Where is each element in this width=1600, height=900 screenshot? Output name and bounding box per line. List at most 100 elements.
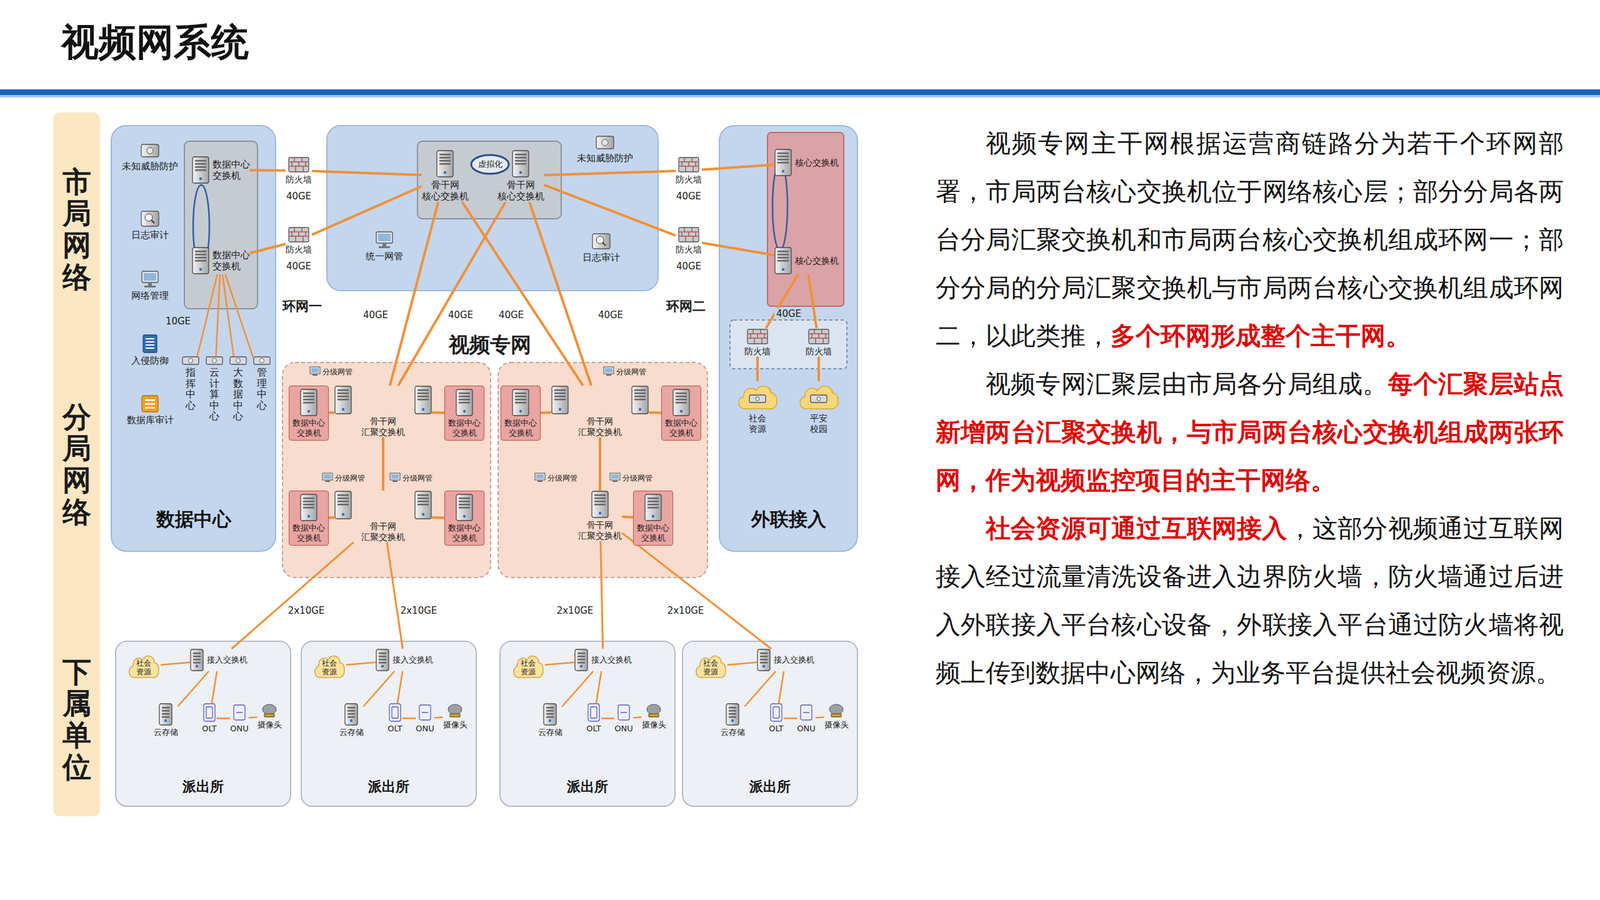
device-node: 未知威胁防护 xyxy=(576,134,634,164)
node-label: 接入交换机 xyxy=(392,655,434,665)
panel-ground xyxy=(301,641,477,807)
device-icon xyxy=(288,226,310,243)
region-panel: 核心交换机核心交换机防火墙防火墙社会 资源平安 校园外联接入 xyxy=(719,125,858,552)
device-icon xyxy=(591,232,611,250)
device-node: 云存储 xyxy=(339,703,364,738)
device-node: 社会 资源 xyxy=(312,651,347,682)
device-icon xyxy=(644,493,662,522)
device-node: 云存储 xyxy=(538,703,563,738)
link-label: 虚拟化 xyxy=(478,159,503,170)
device-node: 未知威胁防护 xyxy=(121,142,179,172)
pc-icon xyxy=(610,473,620,482)
link-line xyxy=(160,662,190,665)
node-label: 社会 资源 xyxy=(748,413,767,435)
node-label: ONU xyxy=(614,723,633,734)
pc-icon xyxy=(390,473,400,482)
device-icon xyxy=(375,648,390,672)
device-icon xyxy=(202,703,217,722)
device-icon xyxy=(774,148,792,177)
node-label: 核心交换机 xyxy=(795,157,839,169)
link-line xyxy=(363,671,395,707)
device-node: 数据中心 交换机 xyxy=(661,385,702,441)
node-label: 未知威胁防护 xyxy=(576,152,634,164)
header-rule xyxy=(0,95,1600,98)
link-label: 分级网管 xyxy=(620,473,655,483)
node-label: 防火墙 xyxy=(805,346,832,357)
device-node: ONU xyxy=(796,703,815,734)
link-line xyxy=(808,274,817,329)
device-icon xyxy=(191,156,210,184)
device-node: 云存储 xyxy=(720,703,745,738)
link-line xyxy=(601,717,615,720)
link-label: 2x10GE xyxy=(398,605,440,617)
panel-title: 派出所 xyxy=(500,777,675,797)
device-icon xyxy=(616,703,631,722)
device-node: 管理中心 xyxy=(253,356,271,411)
link-label: 40GE xyxy=(674,260,704,272)
node-label: 数据中心 交换机 xyxy=(212,249,250,272)
device-icon xyxy=(799,703,814,722)
device-node: 防火墙 xyxy=(285,156,312,185)
header-rule xyxy=(0,89,1600,95)
link-line xyxy=(225,274,254,358)
link-line xyxy=(381,437,385,491)
device-icon xyxy=(678,226,700,243)
node-label: 统一网管 xyxy=(365,250,404,262)
device-icon xyxy=(191,246,210,275)
group-box xyxy=(498,362,708,578)
device-icon xyxy=(181,356,200,365)
link-line xyxy=(386,542,403,649)
node-label: 摄像头 xyxy=(257,720,282,730)
device-icon xyxy=(140,142,160,159)
node-label: 网络管理 xyxy=(131,290,169,302)
link-line xyxy=(817,356,820,382)
node-label: 骨干网 核心交换机 xyxy=(497,179,545,202)
device-node: 数据中心 交换机 xyxy=(191,246,250,275)
device-node: 防火墙 xyxy=(675,226,702,255)
device-node: 防火墙 xyxy=(285,226,312,255)
device-node: 接入交换机 xyxy=(375,648,434,672)
device-node: OLT xyxy=(586,703,602,734)
device-node: 统一网管 xyxy=(365,231,404,262)
link-label: 10GE xyxy=(163,315,193,327)
link-line xyxy=(544,185,677,236)
node-label: OLT xyxy=(201,723,217,734)
device-node: 日志审计 xyxy=(582,232,620,264)
node-label: 社会 资源 xyxy=(703,658,719,677)
node-label: 指挥中心 xyxy=(185,366,196,411)
node-label: 数据中心 交换机 xyxy=(665,418,698,438)
link-label: 40GE xyxy=(674,190,704,202)
node-label: 日志审计 xyxy=(582,251,620,264)
node-label: 骨干网 汇聚交换机 xyxy=(578,416,622,438)
device-node: 社会 资源 xyxy=(693,651,728,682)
link-label: 40GE xyxy=(284,190,314,202)
region-panel: 社会 资源接入交换机云存储OLTONU摄像头派出所 xyxy=(682,641,858,807)
device-node: 指挥中心 xyxy=(181,356,200,411)
node-label: 骨干网 汇聚交换机 xyxy=(578,520,622,542)
device-icon xyxy=(229,356,247,365)
link-line xyxy=(745,671,777,707)
node-label: 未知威胁防护 xyxy=(121,160,179,172)
device-icon xyxy=(756,648,771,672)
band-label: 下属单位 xyxy=(62,656,92,783)
node-label: 防火墙 xyxy=(285,174,312,185)
device-icon xyxy=(260,703,279,719)
device-icon xyxy=(375,231,394,249)
device-node: 平安 校园 xyxy=(796,381,841,435)
device-icon xyxy=(300,388,318,417)
device-icon xyxy=(672,388,690,417)
node-label: 平安 校园 xyxy=(810,413,828,435)
node-label: 管理中心 xyxy=(256,366,267,411)
panel-ground xyxy=(500,641,675,807)
device-icon xyxy=(141,334,159,354)
link-line xyxy=(250,168,287,172)
device-node: OLT xyxy=(387,703,403,734)
region-panel: 社会 资源接入交换机云存储OLTONU摄像头派出所 xyxy=(115,641,291,807)
node-label: 云计算中心 xyxy=(209,366,220,422)
link-label: 40GE xyxy=(361,309,390,321)
device-node: 核心交换机 xyxy=(774,246,839,275)
group-box xyxy=(417,141,562,219)
device-node: ONU xyxy=(230,703,249,734)
device-node: 摄像头 xyxy=(257,703,282,730)
device-node: 数据中心 交换机 xyxy=(191,156,250,184)
